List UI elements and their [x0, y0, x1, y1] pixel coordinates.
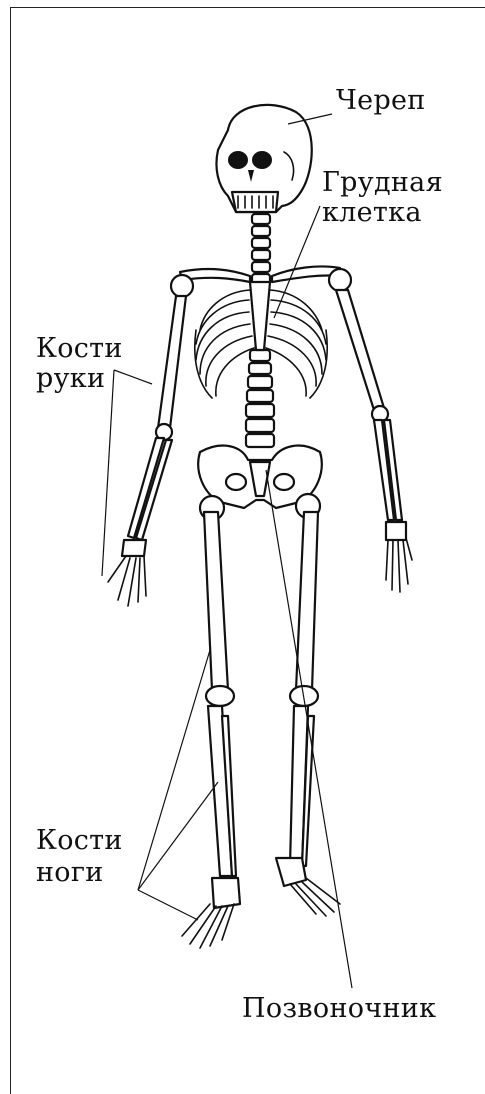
spine-label: Позвоночник — [242, 994, 436, 1024]
ribcage-label-line1: Грудная — [322, 168, 443, 198]
leg-leader-line-thigh — [138, 650, 210, 890]
arm-bones-label-line2: руки — [36, 364, 105, 394]
leg-leader-line-shin — [138, 782, 218, 890]
skull-label: Череп — [336, 86, 426, 116]
pelvis — [198, 446, 322, 520]
arm-bones-label-line1: Кости — [36, 334, 123, 364]
leg-bones-label-line1: Кости — [36, 826, 123, 856]
left-arm-bones — [336, 290, 412, 592]
feet-bones — [182, 858, 340, 948]
skull — [216, 105, 311, 212]
ribcage-label-line2: клетка — [322, 198, 422, 228]
arm-leader-line-hand — [102, 370, 114, 576]
ribcage-leader-line — [274, 206, 320, 318]
leg-leader-line-foot — [138, 890, 198, 920]
leg-bones-label-line2: ноги — [36, 858, 104, 888]
leg-bones — [204, 512, 318, 876]
arm-leader-line-top — [114, 370, 152, 384]
